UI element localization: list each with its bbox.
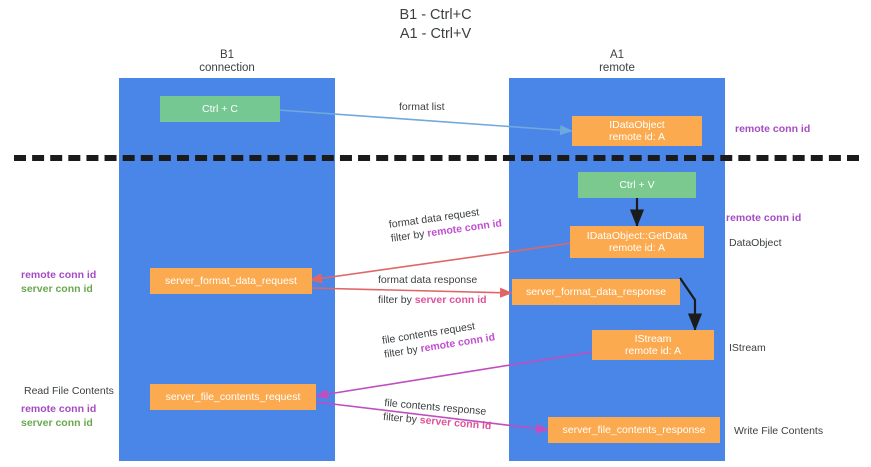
column-header-a1: A1 remote — [537, 49, 697, 75]
edge-label-format-data-response-filter: filter by server conn id — [378, 293, 487, 307]
title-line-1: B1 - Ctrl+C — [399, 7, 472, 23]
annotation-remote-conn-id-text: remote conn id — [726, 212, 802, 224]
edge-label-format-data-response: format data response filter by server co… — [378, 273, 487, 307]
node-idataobject-line2: remote id: A — [608, 131, 666, 143]
annotation-dataobject-text: DataObject — [729, 237, 782, 249]
edge-label-format-list-text: format list — [399, 101, 445, 113]
node-getdata-line1: IDataObject::GetData — [586, 229, 688, 242]
annotation-read-file-contents-text: Read File Contents — [24, 385, 114, 397]
node-server-format-data-request-label: server_format_data_request — [165, 274, 297, 287]
edge-label-format-list: format list — [399, 100, 445, 114]
node-server-format-data-response-label: server_format_data_response — [525, 285, 667, 298]
annotation-right-mid-remote-conn-id: remote conn id — [726, 211, 801, 225]
filter-value-server-conn-id: server conn id — [414, 294, 487, 306]
annotation-server-conn-id-text: server conn id — [21, 283, 93, 295]
edge-label-format-data-request: format data request filter by remote con… — [388, 202, 503, 245]
node-ctrl-c[interactable]: Ctrl + C — [160, 96, 280, 122]
annotation-istream-text: IStream — [729, 342, 766, 354]
annotation-right-istream: IStream — [729, 341, 766, 355]
node-server-format-data-request[interactable]: server_format_data_request — [150, 268, 312, 294]
node-istream[interactable]: IStream remote id: A — [592, 330, 714, 360]
page-title: B1 - Ctrl+C A1 - Ctrl+V — [0, 6, 871, 44]
annotation-server-conn-id-text: server conn id — [21, 417, 93, 429]
node-server-file-contents-response[interactable]: server_file_contents_response — [548, 417, 720, 443]
filter-prefix: filter by — [382, 410, 421, 427]
title-line-2: A1 - Ctrl+V — [399, 26, 472, 42]
edge-label-file-contents-response: file contents response filter by server … — [383, 396, 494, 433]
node-server-format-data-response[interactable]: server_format_data_response — [512, 279, 680, 305]
edge-label-file-contents-request: file contents request filter by remote c… — [381, 316, 496, 361]
column-header-b1-subtitle: connection — [199, 62, 255, 74]
column-header-b1: B1 connection — [147, 49, 307, 75]
node-server-file-contents-response-label: server_file_contents_response — [562, 423, 706, 436]
annotation-left-bottom-conn-ids: remote conn id server conn id — [21, 402, 96, 430]
annotation-remote-conn-id-text: remote conn id — [21, 403, 97, 415]
node-getdata-line2: remote id: A — [608, 242, 666, 254]
annotation-remote-conn-id-text: remote conn id — [735, 123, 811, 135]
column-header-a1-subtitle: remote — [599, 62, 635, 74]
node-server-file-contents-request[interactable]: server_file_contents_request — [150, 384, 316, 410]
annotation-remote-conn-id-text: remote conn id — [21, 269, 97, 281]
node-istream-line2: remote id: A — [624, 345, 682, 357]
column-header-a1-name: A1 — [609, 49, 625, 61]
annotation-write-file-contents-text: Write File Contents — [734, 425, 824, 437]
column-header-b1-name: B1 — [219, 49, 235, 61]
annotation-left-read-file-contents: Read File Contents — [24, 384, 114, 398]
annotation-right-dataobject: DataObject — [729, 236, 782, 250]
node-ctrl-v-label: Ctrl + V — [619, 178, 655, 191]
filter-prefix: filter by — [378, 294, 415, 306]
annotation-left-mid-conn-ids: remote conn id server conn id — [21, 268, 96, 296]
node-idataobject-line1: IDataObject — [609, 118, 665, 131]
node-ctrl-v[interactable]: Ctrl + V — [578, 172, 696, 198]
node-ctrl-c-label: Ctrl + C — [202, 102, 238, 115]
annotation-right-write-file-contents: Write File Contents — [734, 424, 823, 438]
node-istream-line1: IStream — [634, 332, 672, 345]
filter-prefix: filter by — [390, 227, 429, 245]
annotation-right-top-remote-conn-id: remote conn id — [735, 122, 810, 136]
node-server-file-contents-request-label: server_file_contents_request — [165, 390, 301, 403]
phase-separator — [14, 155, 859, 161]
node-idataobject[interactable]: IDataObject remote id: A — [572, 116, 702, 146]
edge-label-format-data-response-text: format data response — [378, 274, 478, 286]
node-idataobject-getdata[interactable]: IDataObject::GetData remote id: A — [570, 226, 704, 258]
